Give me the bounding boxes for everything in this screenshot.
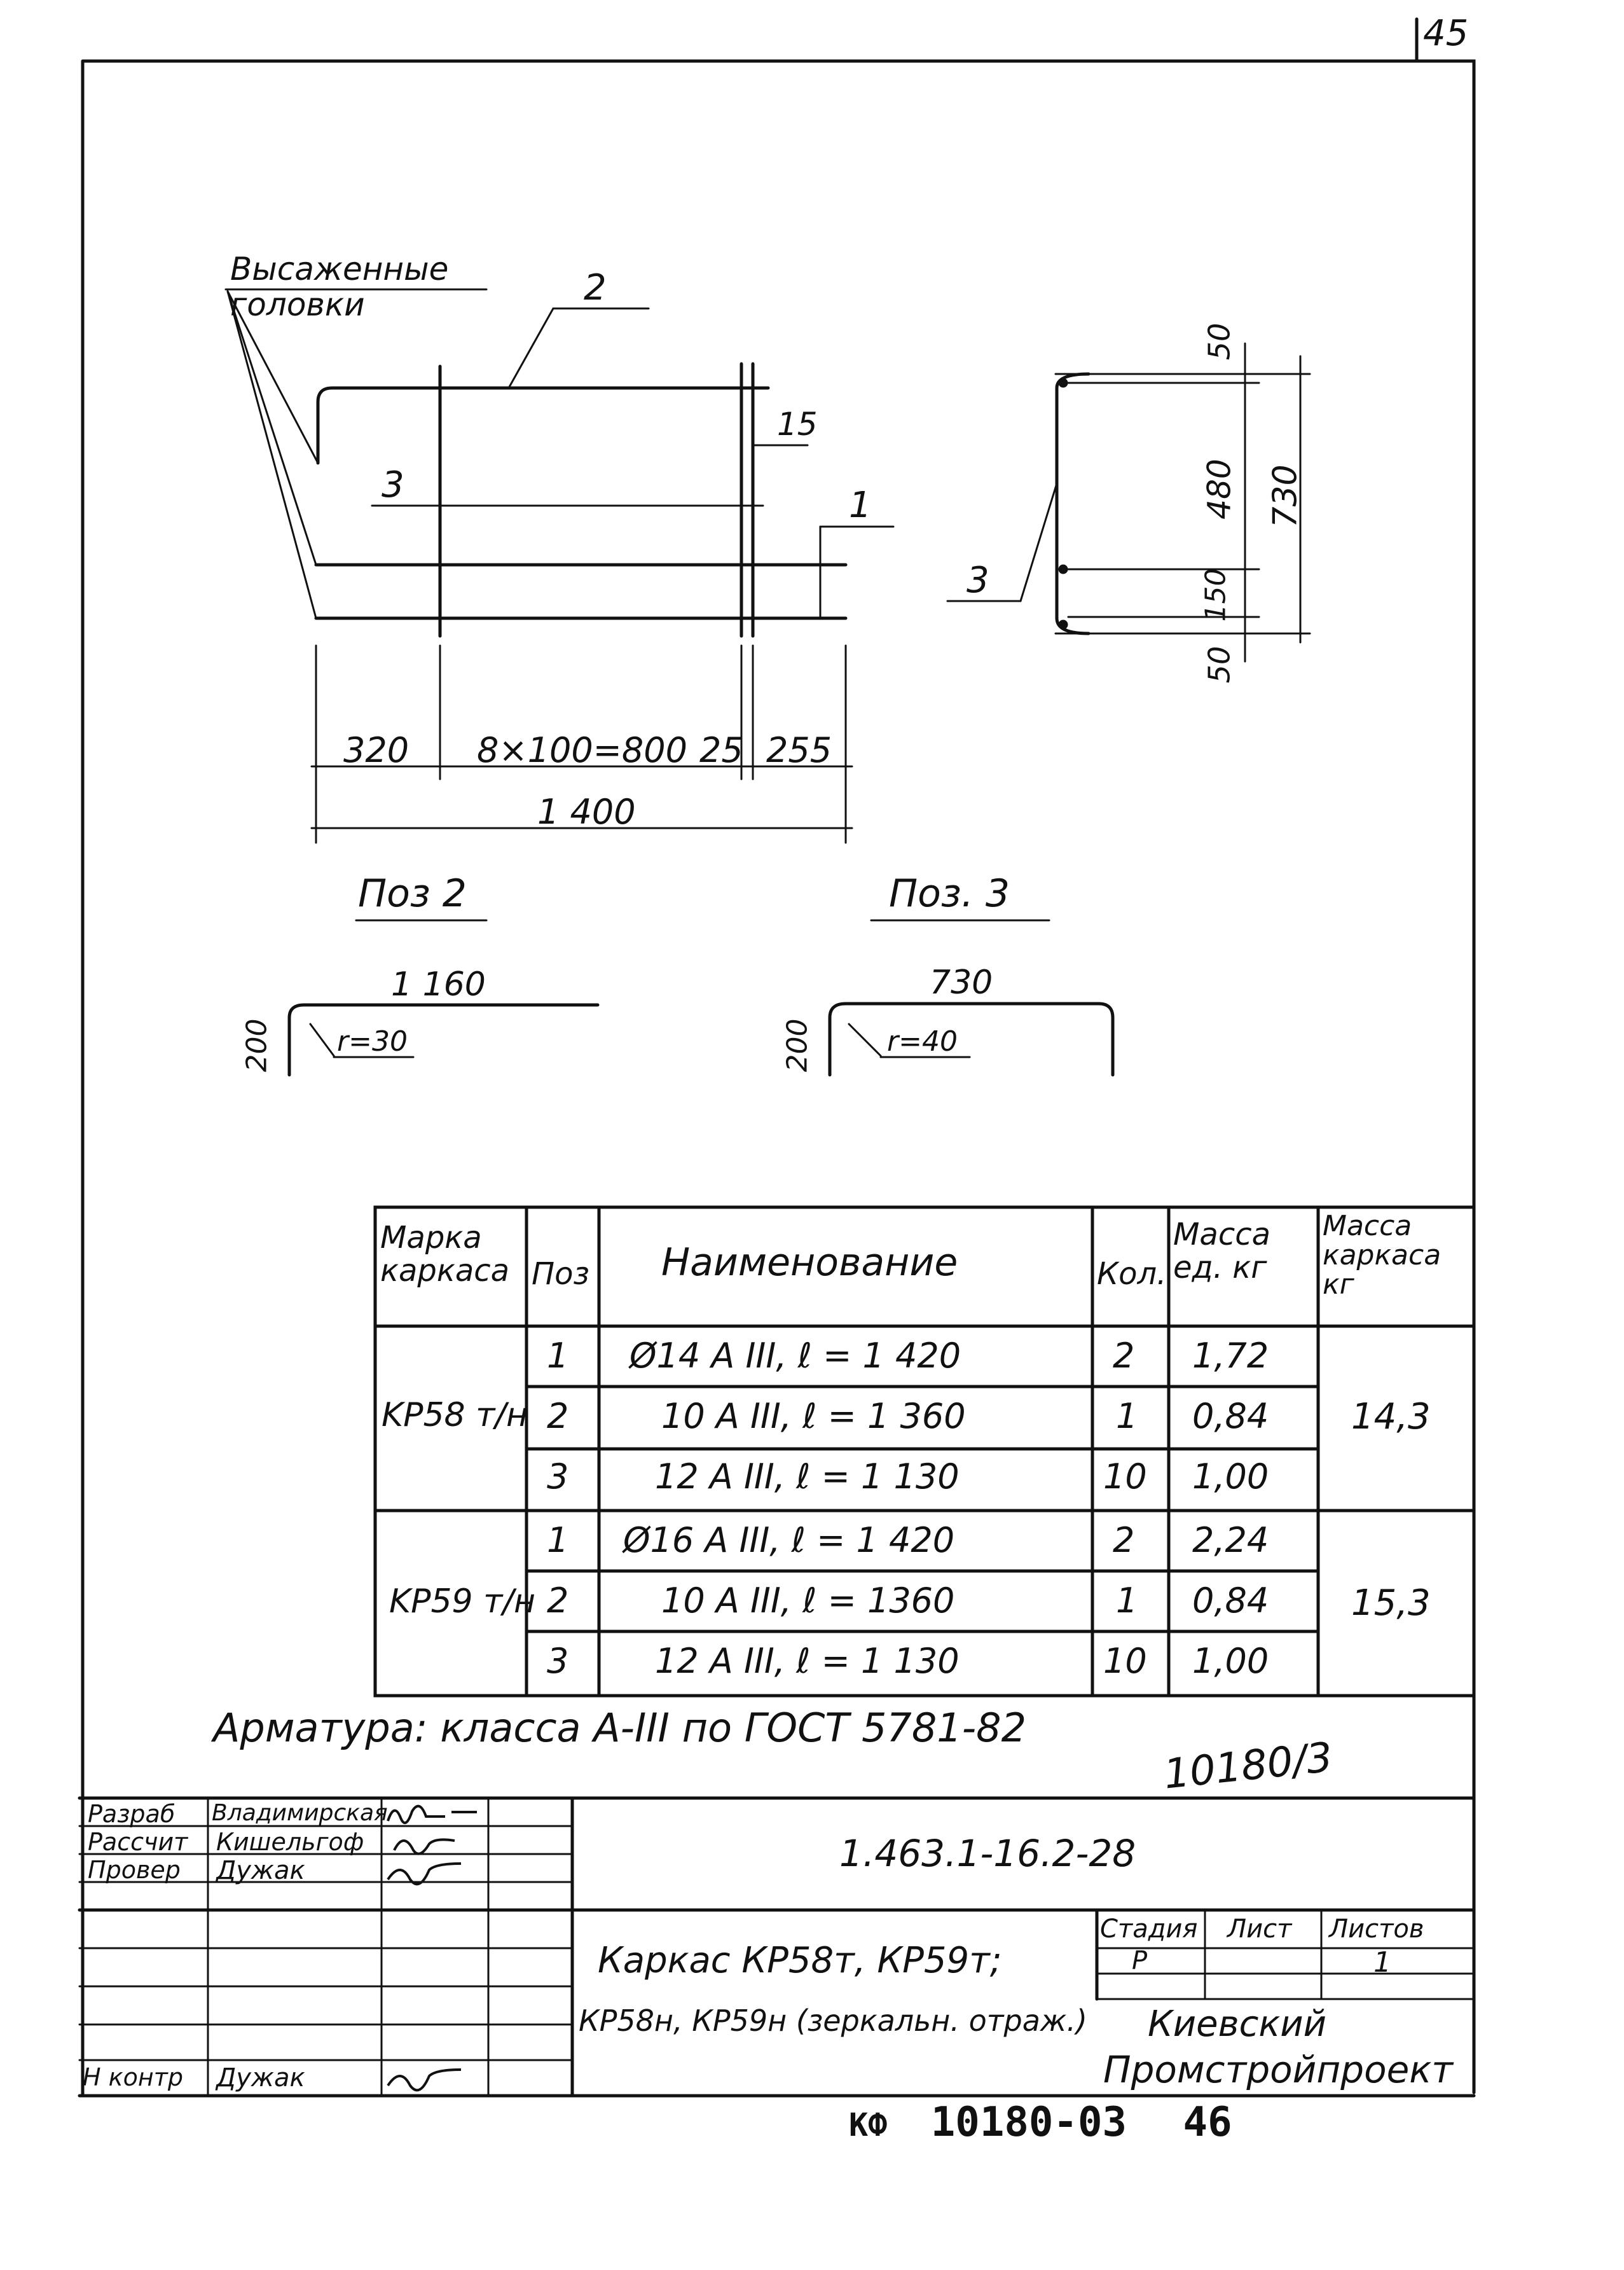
pos-label-2: 2 [584,267,607,308]
dim-50-bottom: 50 [1202,646,1237,684]
org-line1: Киевский [1148,2004,1327,2045]
dim-150: 150 [1199,568,1232,622]
group2-mass-total: 15,3 [1351,1582,1431,1624]
g1r2-qty: 1 [1116,1396,1138,1436]
name-razrab: Владимирская [212,1800,388,1826]
spec-table-grid [373,1205,1476,1698]
poz2-length: 1 160 [391,965,486,1004]
g2r1-qty: 2 [1113,1520,1135,1560]
group1-mass-total: 14,3 [1351,1396,1431,1437]
section-pos-label-3: 3 [967,560,989,601]
sheet-number: 45 [1423,13,1469,54]
col-sheets: Листов [1329,1914,1424,1944]
poz2-height: 200 [240,1018,273,1072]
footer-page: 46 [1183,2099,1232,2146]
group1-mark: KP58 т/н [382,1396,528,1434]
dim-320: 320 [343,730,409,770]
g2r2-qty: 1 [1116,1581,1138,1621]
role-nkontr: Н контр [83,2063,183,2091]
g2r3-qty: 10 [1103,1641,1147,1681]
poz3-title: Поз. 3 [889,871,1010,916]
g2r1-mass: 2,24 [1192,1520,1269,1560]
g2r3-name: 12 A III, ℓ = 1 130 [655,1641,960,1681]
th-mass-unit: Масса ед. кг [1173,1217,1271,1285]
th-pos: Поз [532,1256,589,1292]
g2r3-mass: 1,00 [1192,1641,1269,1681]
org-line2: Промстройпроект [1103,2048,1454,2091]
stage-value: Р [1132,1946,1148,1976]
signatures [387,1804,477,2092]
g1r3-name: 12 A III, ℓ = 1 130 [655,1457,960,1497]
col-stage: Стадия [1100,1914,1198,1944]
group2-mark: KP59 т/н [389,1582,535,1621]
g1r1-qty: 2 [1113,1336,1135,1376]
th-qty: Кол. [1097,1256,1167,1292]
name-rasschit: Кишельгоф [216,1828,364,1856]
g1r2-pos: 2 [547,1396,569,1436]
g1r1-pos: 1 [547,1336,569,1376]
drawing-title-line2: КР58н, КР59н (зеркальн. отраж.) [579,2004,1087,2038]
g2r1-name: Ø16 A III, ℓ = 1 420 [623,1520,955,1560]
role-razrab: Разраб [88,1800,175,1828]
role-rasschit: Рассчит [88,1828,188,1856]
poz3-length: 730 [930,964,993,1002]
callout-heads: Высаженные головки [230,251,449,323]
g2r1-pos: 1 [547,1520,569,1560]
footer-code: 10180-03 [930,2099,1127,2146]
dim-50-top: 50 [1202,322,1237,361]
poz2-title: Поз 2 [358,871,467,916]
dim-8x100: 8×100=800 [477,730,687,770]
g1r3-mass: 1,00 [1192,1457,1269,1497]
footer-prefix: КФ [849,2107,888,2143]
pos-label-3: 3 [382,464,404,506]
role-prover: Провер [88,1856,181,1884]
poz2-radius: r=30 [337,1025,408,1058]
dim-25: 25 [699,730,743,770]
poz3-radius: r=40 [887,1025,958,1058]
doc-code: 1.463.1-16.2-28 [839,1832,1136,1875]
poz3-height: 200 [781,1018,814,1072]
dim-1400: 1 400 [537,792,636,832]
g1r3-qty: 10 [1103,1457,1147,1497]
g2r3-pos: 3 [547,1641,569,1681]
g1r2-name: 10 A III, ℓ = 1 360 [661,1396,966,1436]
dim-255: 255 [766,730,832,770]
reinforcement-note: Арматура: класса A-III по ГОСТ 5781-82 [213,1705,1027,1751]
sheets-value: 1 [1373,1946,1391,1979]
name-nkontr: Дужак [216,2063,305,2093]
th-mark: Марка каркаса [380,1220,510,1289]
dim-480: 480 [1201,459,1238,520]
g2r2-mass: 0,84 [1192,1581,1269,1621]
col-sheet: Лист [1227,1914,1292,1944]
name-prover: Дужак [216,1856,305,1885]
pos-label-1: 1 [849,485,872,526]
g2r2-pos: 2 [547,1581,569,1621]
poz3-shape [828,1002,1115,1077]
g1r1-mass: 1,72 [1192,1336,1269,1376]
th-name: Наименование [661,1240,958,1285]
footer: КФ 10180-03 46 [849,2099,1232,2146]
dim-15: 15 [777,406,818,443]
section-stirrup [1055,372,1091,635]
drawing-title-line1: Каркас КР58т, КР59т; [598,1940,1002,1981]
dim-730-section: 730 [1266,464,1305,528]
title-block-grid [78,1796,1476,2098]
g2r2-name: 10 A III, ℓ = 1360 [661,1581,955,1621]
bar-pos2 [316,386,770,465]
sheet-frame [81,59,1476,2098]
poz2-shape [287,1003,600,1077]
g1r2-mass: 0,84 [1192,1396,1269,1436]
g1r1-name: Ø14 A III, ℓ = 1 420 [630,1336,961,1376]
g1r3-pos: 3 [547,1457,569,1497]
th-mass-total: Масса каркаса кг [1323,1210,1442,1301]
